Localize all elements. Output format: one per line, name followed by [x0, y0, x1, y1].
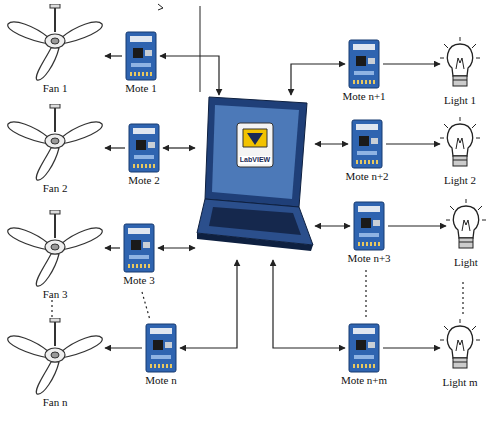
connector-arrow [105, 55, 122, 56]
continuation-dots [142, 292, 150, 320]
fan-node: Fan 2 [5, 104, 105, 195]
mote-label: Mote n+3 [347, 252, 390, 265]
connector-arrow [105, 147, 125, 148]
wire [200, 6, 201, 92]
fan-label: Fan 1 [43, 82, 68, 95]
continuation-dots [462, 282, 463, 316]
connector-arrow [158, 247, 195, 248]
light-label: Light m [442, 376, 477, 389]
connector-arrow [105, 247, 120, 248]
fan-node: Fan n [5, 318, 105, 409]
connector-arrow [163, 147, 195, 148]
mote-node: Mote n+2 [343, 118, 391, 183]
connector-arrow [180, 260, 237, 348]
connector-arrow [315, 225, 350, 226]
fan-label: Fan 3 [43, 288, 68, 301]
mote-label: Mote 3 [123, 274, 154, 287]
fan-node: Fan 3 [5, 210, 105, 301]
mote-node: Mote 3 [120, 222, 158, 287]
laptop-icon [195, 95, 315, 260]
continuation-dots [365, 270, 366, 320]
mote-icon [142, 322, 180, 374]
mote-label: Mote n+2 [345, 170, 388, 183]
mote-icon [125, 122, 163, 174]
mote-label: Mote 2 [128, 174, 159, 187]
mote-icon [345, 322, 383, 374]
mote-node: Mote n+1 [340, 38, 388, 103]
connector-arrow [291, 64, 345, 95]
bulb-node: Light 1 [440, 36, 480, 107]
bulb-node: Light 2 [440, 116, 480, 187]
mote-icon [345, 38, 383, 90]
light-label: Light 1 [444, 94, 476, 107]
fan-icon [5, 210, 105, 288]
bulb-icon [440, 36, 480, 94]
mote-label: Mote n+m [341, 374, 387, 387]
bulb-icon [440, 318, 480, 376]
connector-arrow [383, 347, 440, 348]
connector-arrow [383, 63, 440, 64]
connector-arrow [160, 56, 219, 95]
fan-icon [5, 104, 105, 182]
fan-label: Fan n [43, 396, 68, 409]
bulb-icon [446, 198, 486, 256]
software-logo-text: LabVIEW [239, 156, 271, 164]
fan-label: Fan 2 [43, 182, 68, 195]
mote-node: Mote 1 [122, 30, 160, 95]
mote-icon [350, 200, 388, 252]
mote-icon [122, 30, 160, 82]
connector-arrow [388, 225, 446, 226]
laptop-node: LabVIEW [195, 95, 315, 260]
fan-node: Fan 1 [5, 4, 105, 95]
connector-arrow [105, 347, 142, 348]
light-label: Light 2 [444, 174, 476, 187]
mote-label: Mote 1 [125, 82, 156, 95]
mote-icon [348, 118, 386, 170]
mote-node: Mote n+3 [345, 200, 393, 265]
mote-icon [120, 222, 158, 274]
connector-arrow [315, 143, 348, 144]
fan-icon [5, 4, 105, 82]
mote-label: Mote n [145, 374, 176, 387]
connector-arrow [273, 260, 345, 348]
connector-arrow [386, 143, 440, 144]
mote-node: Mote n [142, 322, 180, 387]
mote-label: Mote n+1 [342, 90, 385, 103]
bulb-node: Light m [440, 318, 480, 389]
small-arrow [158, 4, 163, 10]
mote-node: Mote 2 [125, 122, 163, 187]
mote-node: Mote n+m [339, 322, 390, 387]
bulb-node: Light [446, 198, 486, 269]
fan-icon [5, 318, 105, 396]
light-label: Light [454, 256, 478, 269]
bulb-icon [440, 116, 480, 174]
